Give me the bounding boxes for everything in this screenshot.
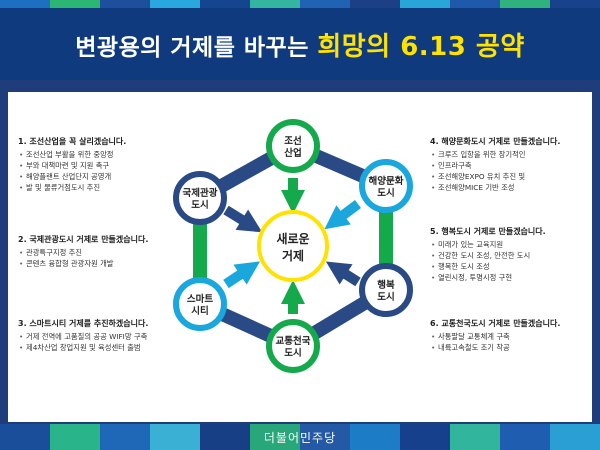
node-tourism: 국제관광 도시	[173, 171, 227, 225]
pledge-hexagon-diagram: 새로운 거제 조선 산업 해양문화 도시 행복 도시 교통천국 도시 스마트 시…	[173, 119, 413, 373]
node-label: 도시	[191, 200, 208, 211]
pledge-item: 내륙고속철도 조기 착공	[430, 342, 560, 353]
node-label: 도시	[377, 188, 394, 199]
pledge-2: 2. 국제관광도시 거제로 만들겠습니다. 관광특구지정 추진 콘텐츠 융합형 …	[18, 234, 148, 287]
pledge-item: 조선해양EXPO 유치 추진 및	[430, 171, 560, 182]
pledge-item: 건강한 도시 조성, 안전한 도시	[430, 250, 546, 261]
pledge-item: 콘텐츠 융합형 관광자원 개발	[18, 258, 148, 269]
arrows-to-center	[223, 178, 361, 314]
node-label: 시티	[191, 305, 208, 317]
arrow	[325, 261, 361, 287]
node-label: 행복	[377, 279, 395, 291]
pledge-item: 크루즈 입항을 위한 장기적인	[430, 149, 560, 160]
node-label: 조선	[284, 135, 301, 147]
pledge-title: 4. 해양문화도시 거제로 만들겠습니다.	[430, 137, 561, 146]
pledge-item: 관광특구지정 추진	[18, 247, 148, 258]
pledge-item-continued: 조선해양MICE 기반 조성	[430, 182, 560, 193]
party-name: 더불어민주당	[263, 431, 337, 445]
node-marine-culture: 해양문화 도시	[359, 159, 413, 213]
node-label: 도시	[284, 348, 301, 359]
node-shipbuilding: 조선 산업	[266, 119, 320, 173]
node-label: 산업	[284, 147, 301, 159]
node-label: 도시	[377, 292, 394, 303]
center-line2: 거제	[282, 248, 304, 263]
pledge-item: 열린시정, 투명시정 구현	[430, 272, 546, 283]
title-plain: 변광용의 거제를 바꾸는	[75, 35, 309, 61]
pledge-6: 6. 교통천국도시 거제로 만들겠습니다. 사통팔달 교통체계 구축 내륙고속철…	[430, 318, 560, 371]
pledge-item-continued: 인프라구축	[430, 160, 560, 171]
pledge-item: 거제 전역에 고품질의 공공 WIFI망 구축	[18, 331, 148, 342]
pledge-3: 3. 스마트시티 거제를 추진하겠습니다. 거제 전역에 고품질의 공공 WIF…	[18, 318, 148, 371]
pledge-title: 2. 국제관광도시 거제로 만들겠습니다.	[18, 235, 149, 244]
node-smart-city: 스마트 시티	[173, 277, 227, 331]
pledge-5: 5. 행복도시 거제로 만들겠습니다. 미래가 있는 교육지원 건강한 도시 조…	[430, 226, 546, 301]
pledge-1: 1. 조선산업을 꼭 살리겠습니다. 조선산업 부활을 위한 중앙정 부와 대책…	[18, 136, 126, 211]
center-node: 새로운 거제	[257, 210, 329, 282]
pledge-item-continued: 행복한 도시 조성	[430, 261, 546, 272]
pledge-title: 1. 조선산업을 꼭 살리겠습니다.	[18, 137, 127, 146]
pledge-item: 해양플랜트 산업단지 공영개	[18, 171, 126, 182]
arrow	[324, 200, 361, 230]
page-title: 변광용의 거제를 바꾸는 희망의 6.13 공약	[0, 26, 600, 63]
pledge-title: 3. 스마트시티 거제를 추진하겠습니다.	[18, 319, 149, 328]
top-mosaic-strip	[0, 0, 600, 8]
pledge-item: 제4차산업 창업지원 및 육성센터 출범	[18, 342, 148, 353]
header-band	[0, 8, 600, 80]
pledge-title: 5. 행복도시 거제로 만들겠습니다.	[430, 227, 546, 236]
pledge-item: 미래가 있는 교육지원	[430, 239, 546, 250]
pledge-item-continued: 부와 대책마련 및 지원 촉구	[18, 160, 126, 171]
pledge-item-continued: 발 및 물류거점도시 추진	[18, 182, 126, 193]
pledge-4: 4. 해양문화도시 거제로 만들겠습니다. 크루즈 입항을 위한 장기적인 인프…	[430, 136, 560, 211]
bottom-mosaic-strip	[0, 424, 600, 450]
pledge-title: 6. 교통천국도시 거제로 만들겠습니다.	[430, 319, 561, 328]
title-accent: 희망의 6.13 공약	[317, 32, 525, 62]
node-label: 스마트	[187, 293, 213, 305]
node-label: 국제관광	[183, 187, 218, 199]
node-happy-city: 행복 도시	[359, 263, 413, 317]
footer: 더불어민주당	[0, 424, 600, 450]
arrow	[223, 261, 260, 289]
center-line1: 새로운	[276, 231, 309, 246]
node-transport: 교통천국 도시	[266, 319, 320, 373]
pledge-item: 사통팔달 교통체계 구축	[430, 331, 560, 342]
arrow	[223, 205, 263, 233]
node-label: 교통천국	[276, 336, 311, 347]
pledge-item: 조선산업 부활을 위한 중앙정	[18, 149, 126, 160]
node-label: 해양문화	[369, 175, 404, 187]
